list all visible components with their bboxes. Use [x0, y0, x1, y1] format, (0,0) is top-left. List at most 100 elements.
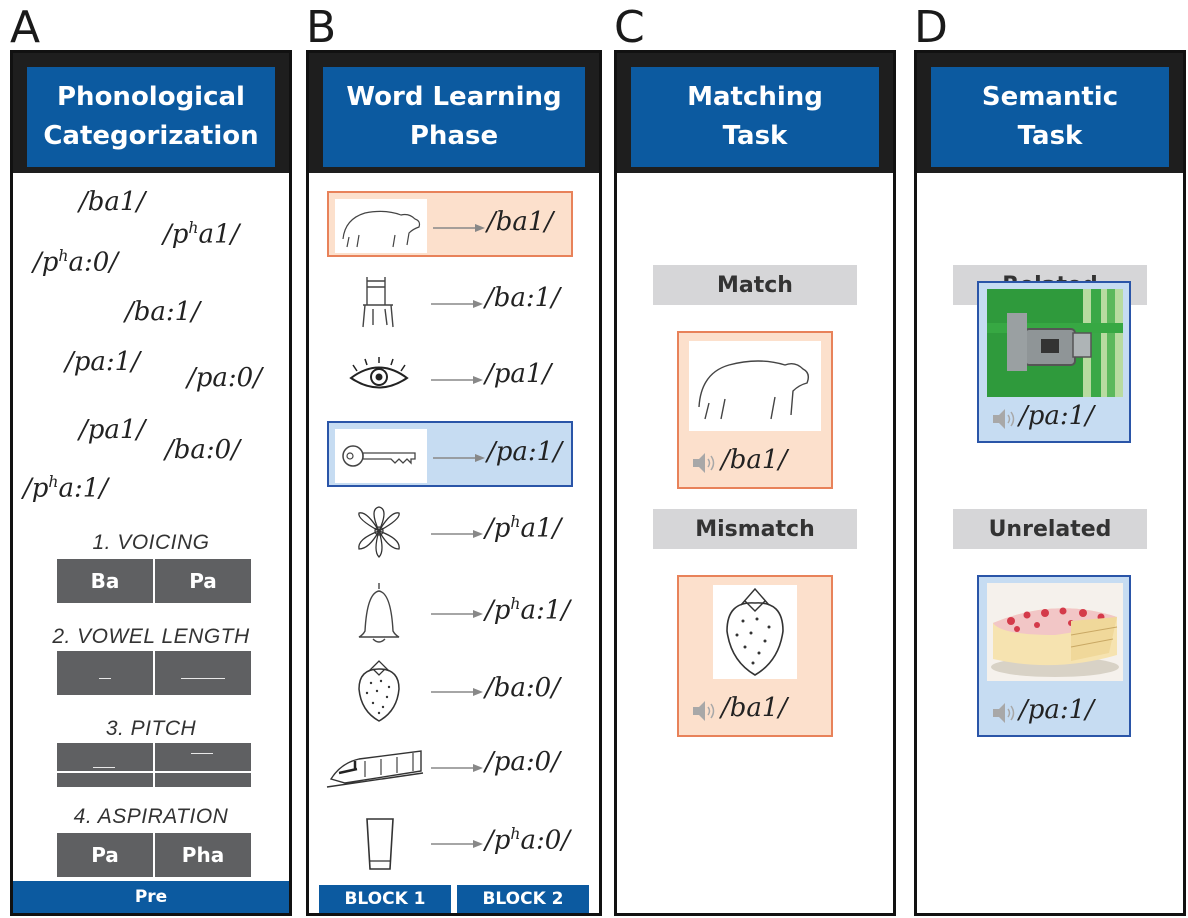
word-row-chair: /ba:1/	[327, 269, 573, 335]
train-icon	[326, 750, 424, 788]
voicing-ba-button[interactable]: Ba	[57, 559, 153, 603]
chair-icon	[362, 277, 394, 328]
syllable-pa1: /pa1/	[79, 415, 146, 445]
word-row-eye: /pa1/	[327, 345, 573, 411]
syllable-paa1: /pa:1/	[65, 347, 140, 377]
footer-pre: Pre	[13, 881, 289, 913]
word-row-glass: /pha:0/	[327, 809, 573, 881]
cake-icon	[987, 583, 1123, 681]
syllable-phaa1: /pha:1/	[23, 473, 109, 504]
word-key: /pa:1/	[487, 437, 562, 467]
glass-icon	[366, 818, 394, 870]
long-vowel-button[interactable]	[155, 651, 251, 695]
arrow-icon	[431, 610, 483, 618]
word-row-bell: /pha:1/	[327, 575, 573, 651]
syllable-baa1: /ba:1/	[125, 297, 200, 327]
bear-icon	[689, 341, 821, 431]
pitch-divider	[57, 771, 153, 773]
arrow-icon	[431, 376, 483, 384]
panel-label-b: B	[306, 2, 337, 53]
high-pitch-button[interactable]	[155, 743, 251, 787]
word-bear: /ba1/	[487, 207, 554, 237]
word-row-train: /pa:0/	[319, 733, 565, 799]
short-vowel-button[interactable]	[57, 651, 153, 695]
mismatch-card: /ba1/	[677, 575, 833, 737]
word-row-bear: /ba1/	[327, 191, 573, 257]
speaker-icon	[993, 703, 1015, 723]
word-eye: /pa1/	[485, 359, 552, 389]
syllable-phaa0: /pha:0/	[33, 247, 119, 278]
mismatch-label: Mismatch	[653, 509, 857, 549]
arrow-icon	[431, 688, 483, 696]
strawberry-icon	[713, 585, 797, 679]
word-flower: /pha1/	[485, 513, 562, 544]
word-row-key: /pa:1/	[327, 421, 573, 487]
word-chair: /ba:1/	[485, 283, 560, 313]
aspiration-pha-button[interactable]: Pha	[155, 833, 251, 877]
unrelated-label: Unrelated	[953, 509, 1147, 549]
arrow-icon	[431, 300, 483, 308]
syllable-pha1: /pha1/	[163, 219, 240, 250]
strawberry-icon	[358, 660, 400, 722]
aspiration-pa-button[interactable]: Pa	[57, 833, 153, 877]
syllable-ba1: /ba1/	[79, 187, 146, 217]
low-pitch-line-icon	[93, 767, 115, 768]
arrow-icon	[433, 224, 485, 232]
bear-icon	[335, 199, 427, 253]
arrow-icon	[433, 454, 485, 462]
arrow-icon	[431, 530, 483, 538]
match-word: /ba1/	[721, 445, 788, 475]
eye-icon	[349, 357, 409, 389]
arrow-icon	[431, 764, 483, 772]
mismatch-word: /ba1/	[721, 693, 788, 723]
panel-label-c: C	[614, 2, 645, 53]
footer-block-2: BLOCK 2	[457, 885, 589, 913]
syllable-paa0: /pa:0/	[187, 363, 262, 393]
word-glass: /pha:0/	[485, 825, 571, 856]
speaker-icon	[693, 701, 715, 721]
short-line-icon	[99, 677, 111, 679]
related-card: /pa:1/	[977, 281, 1131, 443]
speaker-icon	[993, 409, 1015, 429]
low-pitch-button[interactable]	[57, 743, 153, 787]
word-bell: /pha:1/	[485, 595, 571, 626]
flower-icon	[358, 506, 400, 558]
word-train: /pa:0/	[485, 747, 560, 777]
voicing-pa-button[interactable]: Pa	[155, 559, 251, 603]
word-strawberry: /ba:0/	[485, 673, 560, 703]
key-icon	[335, 429, 427, 483]
panel-label-a: A	[10, 2, 41, 53]
related-word: /pa:1/	[1019, 401, 1094, 431]
syllable-baa0: /ba:0/	[165, 435, 240, 465]
unrelated-word: /pa:1/	[1019, 695, 1094, 725]
lock-icon	[987, 289, 1123, 397]
footer-block-1: BLOCK 1	[319, 885, 451, 913]
cue-voicing: 1. VOICING	[92, 531, 210, 554]
speaker-icon	[693, 453, 715, 473]
match-card: /ba1/	[677, 331, 833, 489]
word-row-flower: /pha1/	[327, 499, 573, 565]
unrelated-card: /pa:1/	[977, 575, 1131, 737]
cue-vowel-length: 2. VOWEL LENGTH	[52, 625, 250, 648]
cue-aspiration: 4. ASPIRATION	[73, 805, 229, 828]
high-pitch-line-icon	[191, 753, 213, 754]
match-label: Match	[653, 265, 857, 305]
cue-pitch: 3. PITCH	[105, 717, 197, 740]
arrow-icon	[431, 840, 483, 848]
pitch-divider	[155, 771, 251, 773]
long-line-icon	[181, 677, 225, 679]
bell-icon	[358, 583, 400, 643]
word-row-strawberry: /ba:0/	[327, 653, 573, 729]
